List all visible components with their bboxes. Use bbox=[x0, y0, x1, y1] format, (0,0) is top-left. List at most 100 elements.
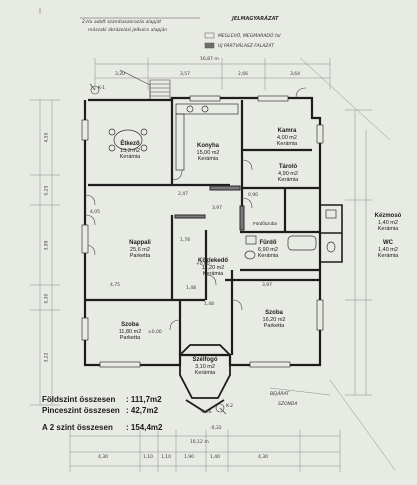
header-note-1: 2.Ha adott számbaszorozás alapját bbox=[82, 20, 162, 25]
dim-inner-6: 0,90 bbox=[248, 193, 259, 198]
room-bathroom-alt: Fürdőszoba bbox=[253, 221, 277, 227]
dim-left-4: 3,22 bbox=[44, 352, 50, 363]
new-walls bbox=[174, 185, 245, 231]
dim-inner-2: 4,75 bbox=[110, 283, 121, 288]
total-ground-floor-label: Földszint összesen bbox=[42, 395, 116, 404]
room-name: Fürdőszoba bbox=[253, 221, 277, 226]
room-living: Nappali 25,6 m2 Parketta bbox=[129, 240, 151, 259]
room-name: Étkező bbox=[120, 141, 140, 147]
room-name: WC bbox=[382, 240, 393, 246]
room-wc: WC 1,40 m2 Kerámia bbox=[378, 240, 398, 259]
room-area: 11,80 m2 bbox=[118, 328, 142, 335]
dim-left-0: 4,55 bbox=[44, 132, 50, 143]
legend-swatch-new bbox=[204, 42, 215, 49]
room-hallway: Közlekedő 11,20 m2 Kerámia bbox=[198, 258, 228, 277]
dimension-lines bbox=[30, 57, 396, 472]
room-floor: Kerámia bbox=[119, 153, 141, 160]
room-floor: Kerámia bbox=[377, 252, 399, 259]
room-bedroom-left: Szoba 11,80 m2 Parketta bbox=[119, 322, 142, 341]
room-name: Kamra bbox=[277, 128, 297, 134]
room-floor: Kerámia bbox=[276, 140, 298, 147]
room-pantry: Kamra 4,00 m2 Kerámia bbox=[277, 128, 297, 147]
room-area: 3,10 m2 bbox=[195, 363, 215, 370]
annotation-level-1: -0,36 bbox=[200, 410, 212, 415]
room-floor: Kerámia bbox=[277, 176, 299, 183]
room-area: 13,3 m2 bbox=[120, 147, 140, 154]
annotation-level-4: ±0,00 bbox=[148, 330, 162, 335]
walls bbox=[83, 96, 322, 367]
annotation-level-2: -0,32 bbox=[210, 426, 222, 431]
room-area: 15,00 m2 bbox=[196, 149, 220, 156]
room-vestibule: Szélfogó 3,10 m2 Kerámia bbox=[193, 357, 218, 376]
legend-existing-label: MEGLEVŐ, MEGMARADÓ fal bbox=[218, 34, 281, 39]
room-name: Fürdő bbox=[259, 240, 277, 246]
room-floor: Kerámia bbox=[202, 270, 224, 277]
room-dining: Étkező 13,3 m2 Kerámia bbox=[120, 141, 140, 160]
room-area: 4,90 m2 bbox=[278, 170, 298, 177]
room-floor: Kerámia bbox=[257, 252, 279, 259]
room-kitchen: Konyha 15,00 m2 Kerámia bbox=[197, 143, 220, 162]
room-name: Szoba bbox=[265, 310, 283, 316]
total-both-levels-value: : 154,4m2 bbox=[126, 423, 163, 432]
room-name: Tároló bbox=[278, 164, 298, 170]
room-area: 4,00 m2 bbox=[277, 134, 297, 141]
total-ground-floor-value: : 111,7m2 bbox=[126, 395, 162, 404]
dim-top-3: 3,64 bbox=[290, 72, 301, 77]
dim-inner-1: 3,97 bbox=[212, 206, 223, 211]
dim-inner-3: 3,97 bbox=[262, 283, 273, 288]
room-floor: Parketta bbox=[119, 334, 141, 341]
total-both-levels-label: A 2 szint összesen bbox=[42, 423, 113, 432]
room-name: Nappali bbox=[129, 240, 151, 246]
dim-inner-0: 4,05 bbox=[90, 210, 101, 215]
room-floor: Kerámia bbox=[197, 155, 219, 162]
room-area: 11,20 m2 bbox=[201, 264, 225, 271]
dim-inner-5: 2,47 bbox=[178, 192, 189, 197]
dim-left-1: 0,25 bbox=[44, 185, 50, 196]
room-floor: Parketta bbox=[263, 322, 285, 329]
dim-top-0: 3,20 bbox=[115, 72, 126, 77]
room-area: 25,6 m2 bbox=[130, 246, 150, 253]
legend-title: JELMAGYARÁZAT bbox=[232, 16, 279, 22]
room-name: Kézmosó bbox=[374, 213, 402, 219]
dim-top-2: 2,66 bbox=[238, 72, 249, 77]
header-note-2: műszaki ábrázolási jelkulcs alapján bbox=[88, 28, 168, 33]
dim-inner-4: 1,78 bbox=[180, 238, 191, 243]
room-name: Közlekedő bbox=[197, 258, 229, 264]
room-name: Szoba bbox=[121, 322, 139, 328]
legend-new-label: ÚJ PÁRTVÁLASZ FALAZAT bbox=[218, 44, 274, 49]
total-basement-value: : 42,7m2 bbox=[126, 406, 159, 415]
dim-left-3: 0,30 bbox=[44, 293, 50, 304]
room-area: 6,90 m2 bbox=[258, 246, 278, 253]
room-storage: Tároló 4,90 m2 Kerámia bbox=[278, 164, 298, 183]
dim-bottom-3: 1,90 bbox=[184, 455, 195, 460]
dim-top-1: 3,57 bbox=[180, 72, 191, 77]
dim-bottom-1: 1,10 bbox=[143, 455, 154, 460]
room-area: 1,40 m2 bbox=[378, 246, 398, 253]
room-floor: Parketta bbox=[129, 252, 151, 259]
legend-swatch-existing bbox=[204, 32, 215, 39]
dim-bottom-0: 4,30 bbox=[98, 455, 109, 460]
room-name: Konyha bbox=[196, 143, 219, 149]
room-floor: Kerámia bbox=[194, 369, 216, 376]
room-bedroom-right: Szoba 16,20 m2 Parketta bbox=[263, 310, 286, 329]
dim-bottom-4: 1,40 bbox=[210, 455, 221, 460]
room-area: 1,40 m2 bbox=[378, 219, 398, 226]
dim-bottom-total: 16,12 m bbox=[190, 440, 209, 445]
annotation-entrance: BEJÁRAT bbox=[270, 392, 289, 397]
dim-inner-7: 1,48 bbox=[204, 302, 215, 307]
dim-bottom-5: 4,30 bbox=[258, 455, 269, 460]
entrance-vestibule bbox=[179, 344, 231, 414]
room-name: Szélfogó bbox=[192, 357, 218, 363]
dim-inner-8: 1,48 bbox=[186, 286, 197, 291]
dining-table bbox=[108, 128, 148, 152]
dim-left-2: 3,99 bbox=[44, 240, 50, 251]
annotation-k2: K-2 bbox=[226, 404, 233, 409]
dim-top-total: 16,87 m bbox=[200, 57, 219, 62]
total-basement-label: Pinceszint összesen bbox=[42, 406, 120, 415]
annotation-level-3: +0,00 bbox=[196, 262, 210, 267]
dim-bottom-2: 1,10 bbox=[161, 455, 172, 460]
room-bathroom: Fürdő 6,90 m2 Kerámia bbox=[258, 240, 278, 259]
room-washroom: Kézmosó 1,40 m2 Kerámia bbox=[375, 213, 402, 232]
